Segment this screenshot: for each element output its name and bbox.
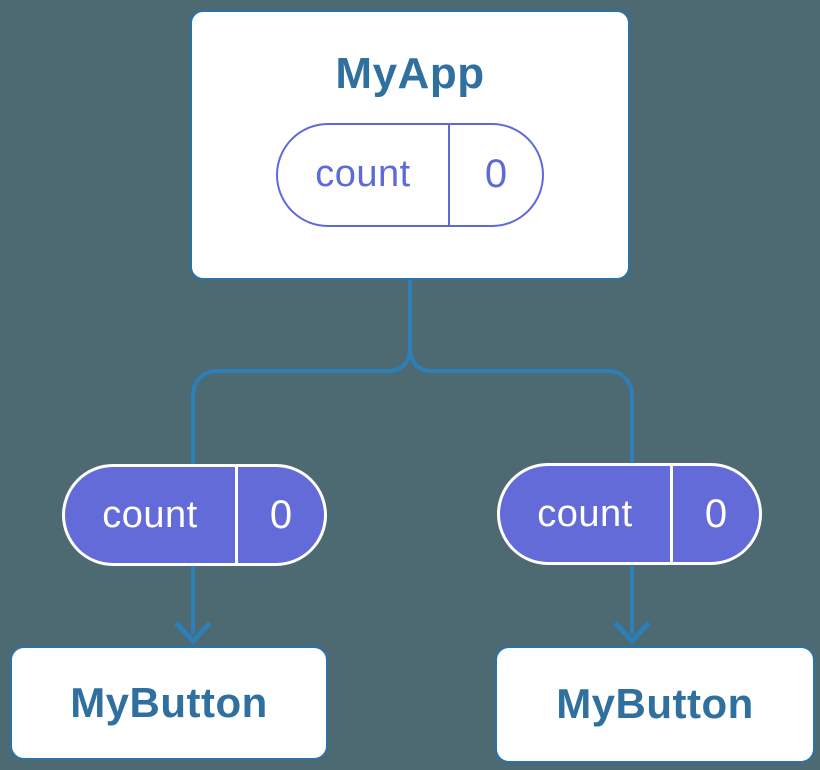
- state-label: count: [315, 153, 411, 196]
- state-pill-root: count 0: [276, 122, 544, 227]
- component-card-mybutton-left: MyButton: [10, 646, 328, 760]
- right-branch-line: [408, 347, 634, 634]
- component-title: MyApp: [335, 49, 485, 98]
- state-divider: [670, 466, 673, 562]
- component-card-myapp: MyApp count 0: [190, 10, 630, 280]
- state-pill-left: count 0: [62, 464, 327, 566]
- component-title: MyButton: [556, 680, 754, 728]
- state-divider: [448, 124, 450, 225]
- state-pill-right: count 0: [497, 463, 762, 565]
- state-label: count: [537, 492, 633, 535]
- component-title: MyButton: [70, 678, 268, 726]
- component-card-mybutton-right: MyButton: [495, 646, 815, 763]
- left-arrowhead-down-icon: [174, 621, 212, 645]
- state-label: count: [102, 493, 198, 536]
- state-value: 0: [484, 152, 508, 197]
- left-branch-line: [191, 347, 412, 634]
- state-divider: [235, 467, 238, 563]
- state-value: 0: [269, 492, 293, 537]
- state-value: 0: [704, 491, 728, 536]
- right-arrowhead-down-icon: [613, 621, 651, 645]
